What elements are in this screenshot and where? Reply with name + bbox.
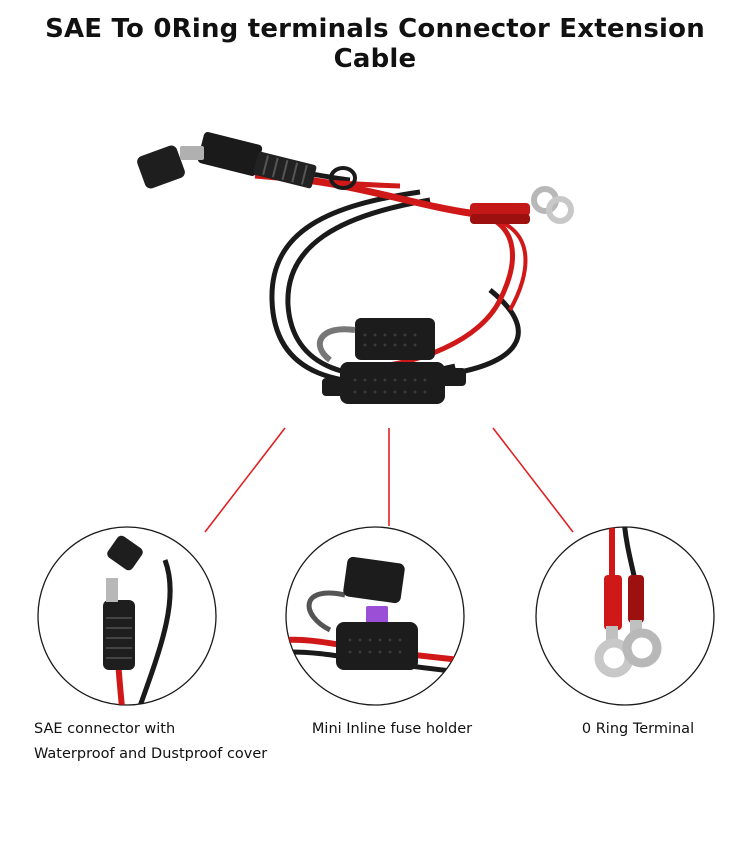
- caption-ring-terminal: 0 Ring Terminal: [581, 721, 695, 737]
- page-title: SAE To 0Ring terminals Connector Extensi…: [45, 14, 705, 74]
- detail-circle-fuse: [285, 526, 465, 706]
- sae-connector: [137, 132, 317, 189]
- main-cable-assembly: [137, 132, 574, 404]
- detail-circle-ring: [535, 526, 715, 706]
- leader-line-left: [204, 427, 286, 533]
- ring-terminals: [470, 186, 574, 224]
- caption-sae-line2: Waterproof and Dustproof cover: [34, 746, 268, 762]
- fuse-holder: [316, 318, 466, 404]
- red-wire: [299, 175, 515, 371]
- caption-sae-connector: SAE connector with Waterproof and Dustpr…: [34, 717, 304, 767]
- caption-fuse-holder: Mini Inline fuse holder: [311, 721, 473, 737]
- caption-sae-line1: SAE connector with: [34, 721, 176, 737]
- detail-circle-sae: [37, 526, 217, 706]
- leader-line-right: [492, 427, 574, 533]
- black-wire: [269, 189, 521, 385]
